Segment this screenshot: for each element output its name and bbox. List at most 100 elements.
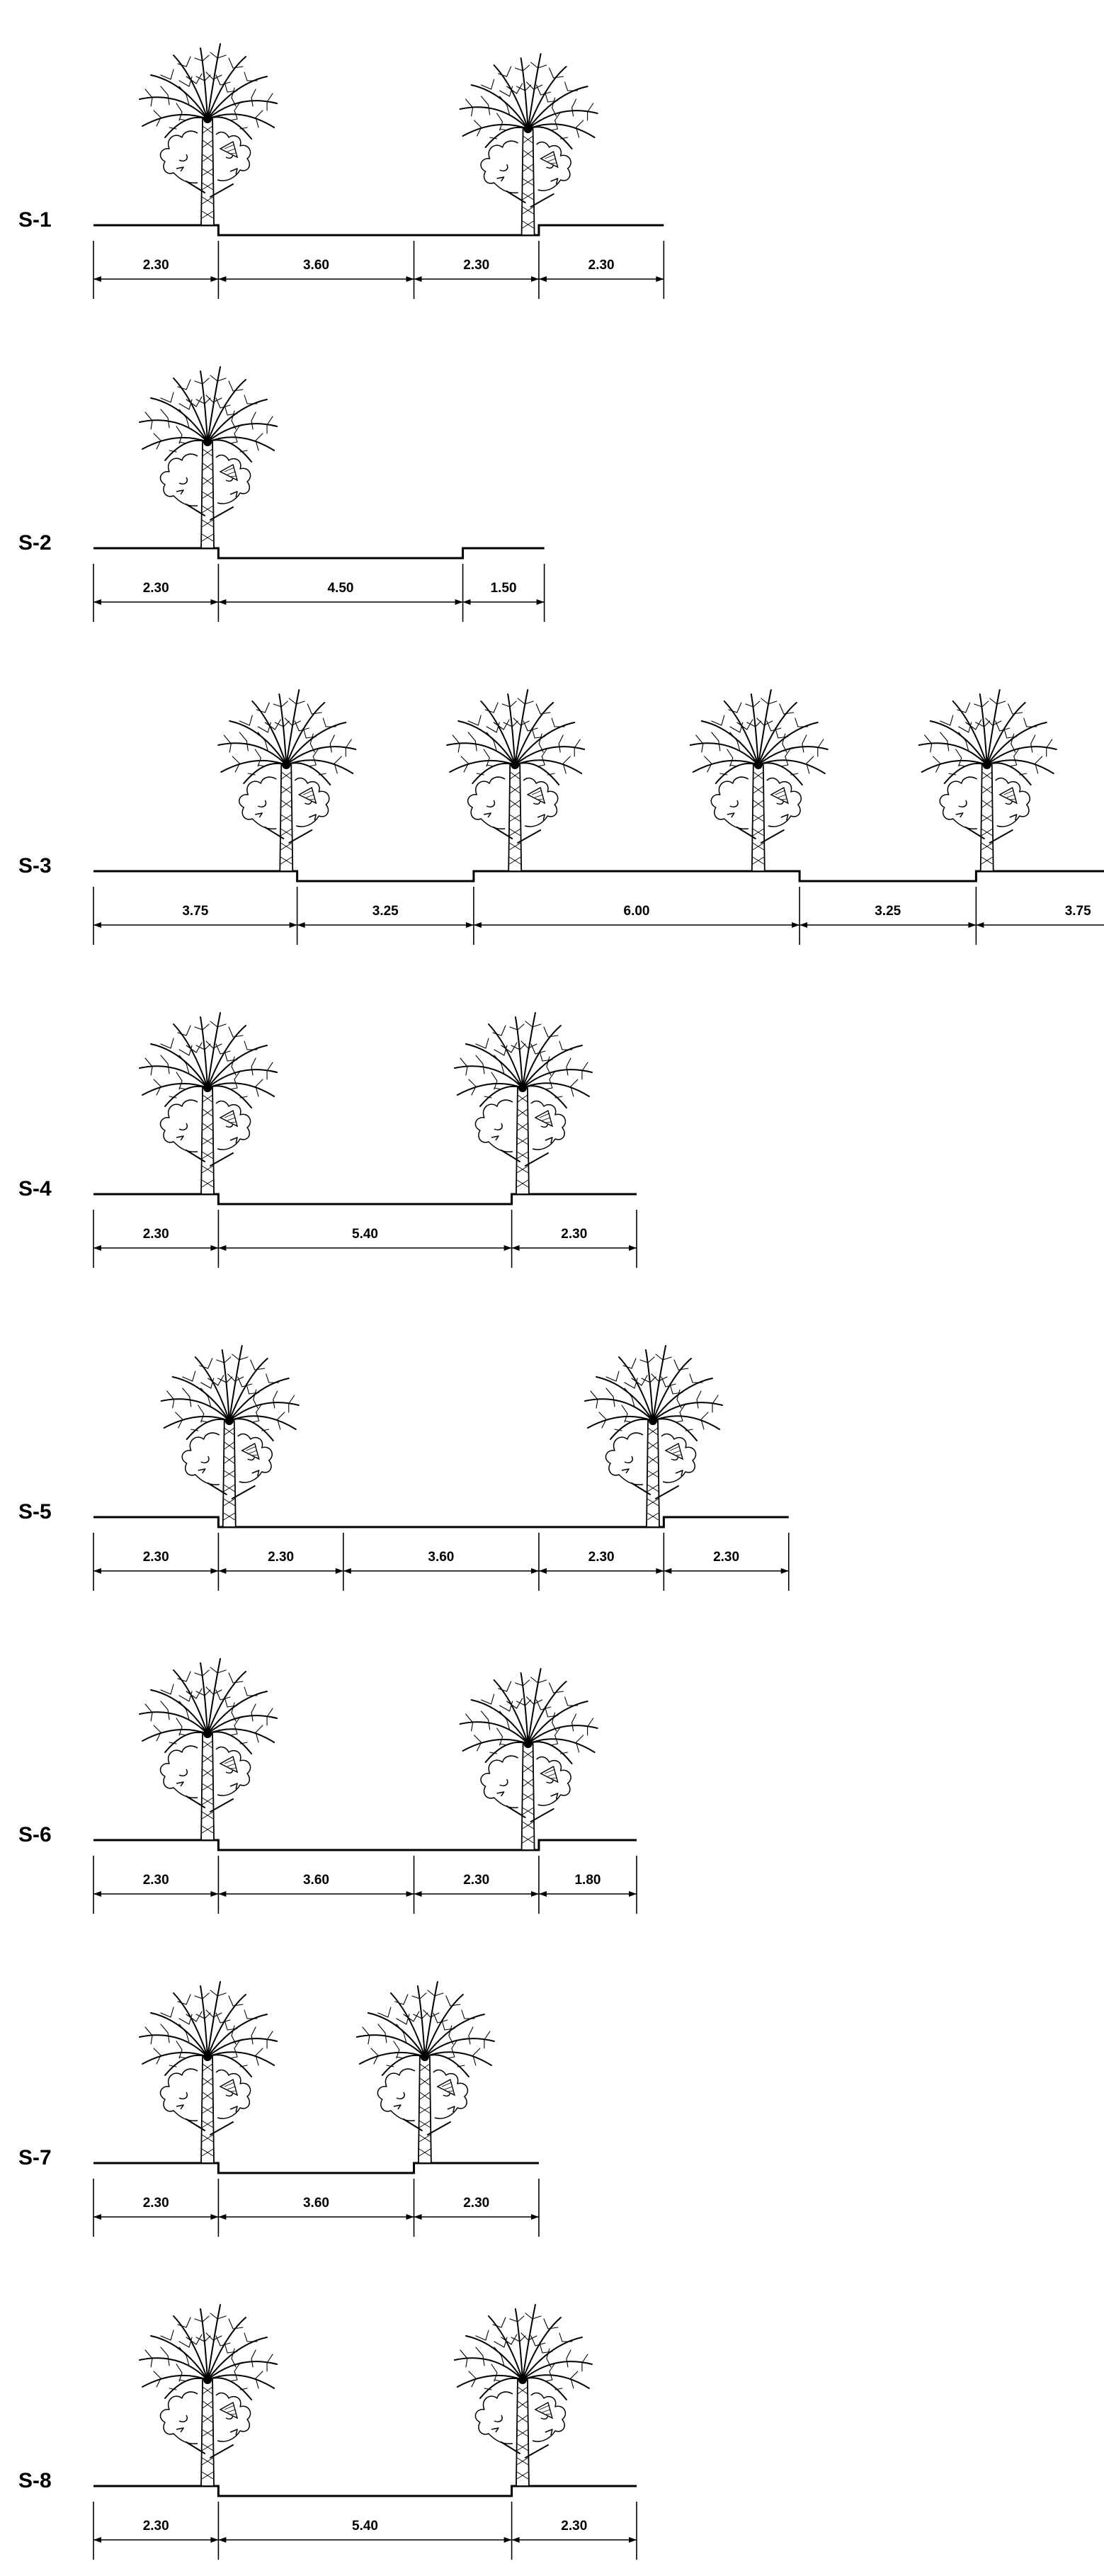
arrowhead — [414, 276, 422, 282]
dimension-label: 2.30 — [143, 581, 169, 596]
arrowhead — [335, 1568, 343, 1574]
palm-tree-icon — [139, 1658, 278, 1841]
dimension-label: 6.00 — [624, 904, 650, 919]
arrowhead — [406, 2214, 414, 2220]
arrowhead — [210, 1245, 219, 1251]
palm-tree-icon — [453, 2304, 593, 2487]
palm-tree-icon — [355, 1981, 495, 2164]
arrowhead — [406, 1891, 414, 1897]
arrowhead — [93, 1891, 101, 1897]
section-label: S-2 — [18, 531, 52, 555]
arrowhead — [511, 2537, 520, 2543]
dimension-label: 3.75 — [182, 904, 208, 919]
arrowhead — [656, 1568, 664, 1574]
arrowhead — [473, 922, 482, 928]
arrowhead — [538, 1568, 547, 1574]
section-label: S-7 — [18, 2146, 52, 2169]
dimension-label: 2.30 — [588, 258, 615, 273]
dimension-label: 2.30 — [143, 1550, 169, 1565]
arrowhead — [530, 1568, 539, 1574]
arrowhead — [465, 922, 474, 928]
arrowhead — [406, 276, 414, 282]
dimension-label: 2.30 — [463, 1873, 489, 1888]
arrowhead — [780, 1568, 789, 1574]
ground-profile — [93, 2485, 637, 2497]
arrowhead — [503, 1245, 512, 1251]
arrowhead — [210, 2537, 219, 2543]
palm-tree-icon — [139, 43, 278, 226]
arrowhead — [218, 2537, 227, 2543]
arrowhead — [511, 1245, 520, 1251]
arrowhead — [656, 276, 664, 282]
palm-tree-icon — [160, 1345, 300, 1528]
section-label: S-6 — [18, 1823, 52, 1846]
dimension-label: 3.60 — [303, 258, 329, 273]
section-label: S-1 — [18, 208, 52, 232]
arrowhead — [629, 2537, 637, 2543]
dimension-label: 1.50 — [491, 581, 517, 596]
arrowhead — [536, 599, 545, 605]
arrowhead — [455, 599, 463, 605]
ground-profile — [93, 547, 545, 560]
ground-profile — [93, 1839, 637, 1851]
arrowhead — [210, 2214, 219, 2220]
dimension-label: 3.60 — [303, 2196, 329, 2211]
palm-tree-icon — [584, 1345, 724, 1528]
dimension-label: 4.50 — [327, 581, 353, 596]
arrowhead — [210, 276, 219, 282]
arrowhead — [218, 1245, 227, 1251]
section-s-5: S-5 2.30 2.30 3.60 2.30 2.30 — [18, 1345, 790, 1591]
arrowhead — [218, 1891, 227, 1897]
palm-tree-icon — [459, 53, 598, 236]
arrowhead — [530, 1891, 539, 1897]
dimension-label: 3.25 — [372, 904, 399, 919]
arrowhead — [218, 276, 227, 282]
dimension-label: 2.30 — [143, 2196, 169, 2211]
dimension-label: 2.30 — [268, 1550, 294, 1565]
arrowhead — [976, 922, 984, 928]
section-label: S-3 — [18, 854, 52, 878]
palm-tree-icon — [459, 1668, 598, 1851]
dimension-label: 2.30 — [143, 258, 169, 273]
ground-profile — [93, 2162, 539, 2174]
dimension-label: 2.30 — [143, 2519, 169, 2534]
arrowhead — [462, 599, 471, 605]
arrowhead — [530, 276, 539, 282]
arrowhead — [210, 1891, 219, 1897]
section-label: S-8 — [18, 2469, 52, 2492]
dimension-label: 1.80 — [574, 1873, 601, 1888]
arrowhead — [968, 922, 977, 928]
dimension-label: 2.30 — [561, 2519, 587, 2534]
dimension-label: 5.40 — [352, 1227, 378, 1242]
palm-tree-icon — [139, 2304, 278, 2487]
arrowhead — [93, 1245, 101, 1251]
dimension-label: 3.60 — [303, 1873, 329, 1888]
arrowhead — [93, 1568, 101, 1574]
arrowhead — [792, 922, 800, 928]
arrowhead — [93, 2214, 101, 2220]
arrowhead — [530, 2214, 539, 2220]
dimension-label: 2.30 — [588, 1550, 615, 1565]
ground-profile — [93, 870, 1104, 883]
dimension-label: 3.60 — [428, 1550, 454, 1565]
palm-tree-icon — [689, 689, 829, 872]
arrowhead — [664, 1568, 672, 1574]
section-label: S-5 — [18, 1500, 52, 1524]
arrowhead — [93, 922, 101, 928]
palm-tree-icon — [446, 689, 586, 872]
ground-profile — [93, 1516, 789, 1528]
section-label: S-4 — [18, 1177, 52, 1201]
palm-tree-icon — [139, 1981, 278, 2164]
dimension-label: 2.30 — [143, 1227, 169, 1242]
palm-tree-icon — [918, 689, 1057, 872]
arrowhead — [93, 2537, 101, 2543]
dimension-label: 2.30 — [143, 1873, 169, 1888]
dimension-label: 2.30 — [713, 1550, 739, 1565]
arrowhead — [503, 2537, 512, 2543]
arrowhead — [210, 1568, 219, 1574]
